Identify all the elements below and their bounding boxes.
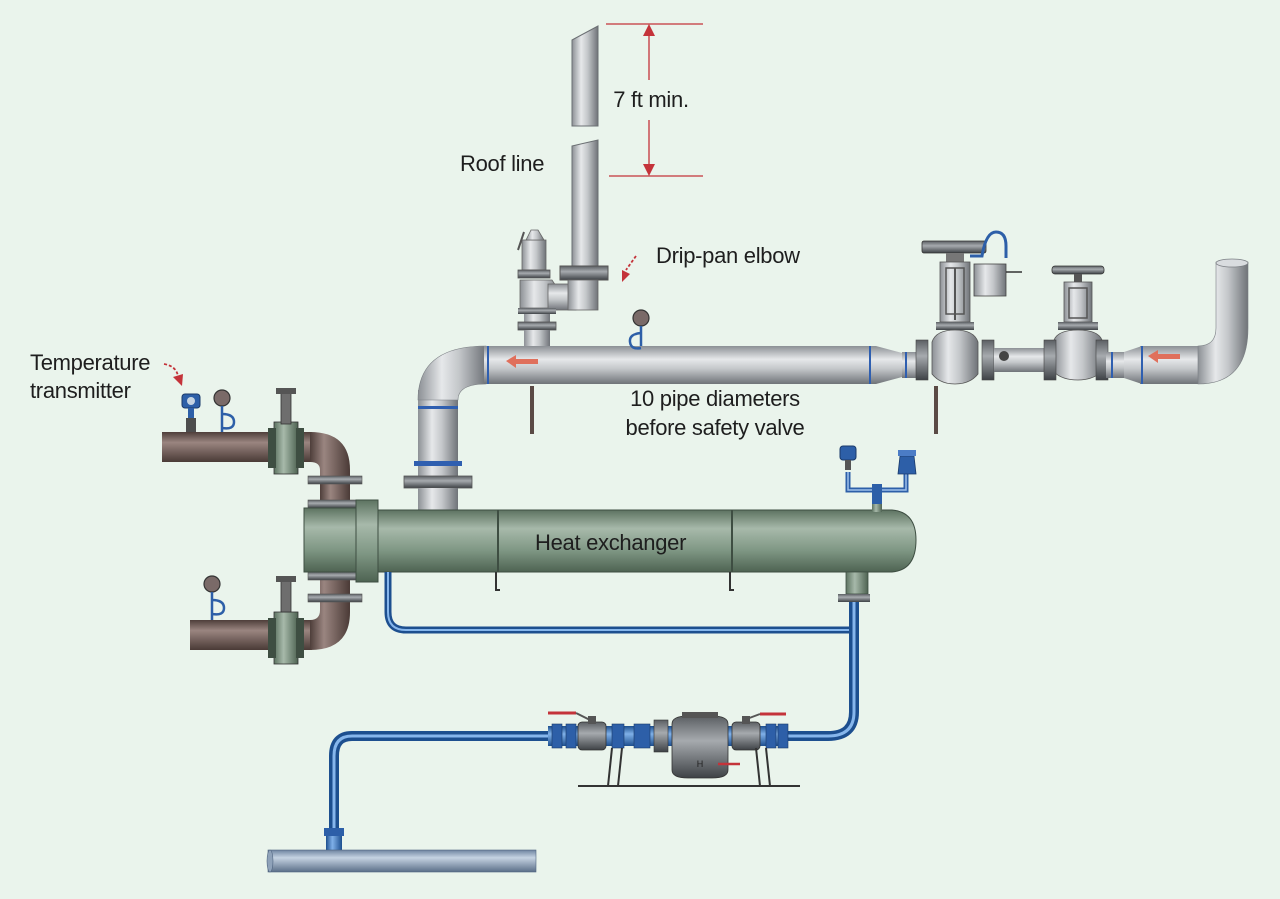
ball-valve-icon bbox=[548, 711, 607, 751]
dimension-label: 7 ft min. bbox=[613, 87, 689, 112]
temperature-pointer-icon bbox=[163, 363, 183, 386]
control-valve-icon bbox=[915, 230, 1046, 385]
flow-arrow-icon bbox=[1148, 350, 1180, 363]
water-valve-lower bbox=[268, 576, 304, 665]
temperature-transmitter-icon bbox=[181, 393, 201, 432]
pipe-diameters-label-line2: before safety valve bbox=[625, 415, 805, 440]
pressure-gauge-icon bbox=[628, 309, 650, 350]
drip-pan-elbow-label: Drip-pan elbow bbox=[656, 243, 800, 268]
condensate-header-pipe bbox=[266, 849, 537, 873]
temperature-transmitter-label-line1: Temperature bbox=[30, 350, 151, 375]
heat-exchanger-shell bbox=[303, 499, 917, 602]
temperature-transmitter-label-line2: transmitter bbox=[30, 378, 131, 403]
flow-arrow-icon bbox=[506, 355, 538, 368]
steam-trap-icon: H bbox=[611, 712, 740, 779]
gate-valve-icon bbox=[1043, 265, 1109, 381]
ball-valve-icon bbox=[731, 712, 789, 751]
trap-supports bbox=[578, 747, 800, 787]
water-valve-upper bbox=[268, 388, 304, 475]
shell-instruments bbox=[839, 445, 917, 504]
heat-exchanger-label: Heat exchanger bbox=[535, 530, 687, 555]
safety-valve-icon bbox=[517, 229, 599, 346]
pressure-gauge-icon bbox=[203, 575, 226, 620]
water-inlet-pipe bbox=[162, 432, 363, 509]
steam-inlet-pipe bbox=[1106, 258, 1249, 385]
drip-pan-arrow-icon bbox=[622, 255, 637, 282]
pressure-gauge-icon bbox=[213, 389, 236, 432]
dimension-marker bbox=[606, 23, 703, 177]
steam-header-pipe bbox=[403, 345, 916, 510]
svg-text:H: H bbox=[697, 759, 704, 769]
pipe-length-marker bbox=[530, 386, 938, 434]
vent-stack bbox=[559, 25, 609, 281]
roof-line-label: Roof line bbox=[460, 151, 545, 176]
condensate-line bbox=[324, 572, 859, 850]
pipe-diameters-label-line1: 10 pipe diameters bbox=[630, 386, 800, 411]
